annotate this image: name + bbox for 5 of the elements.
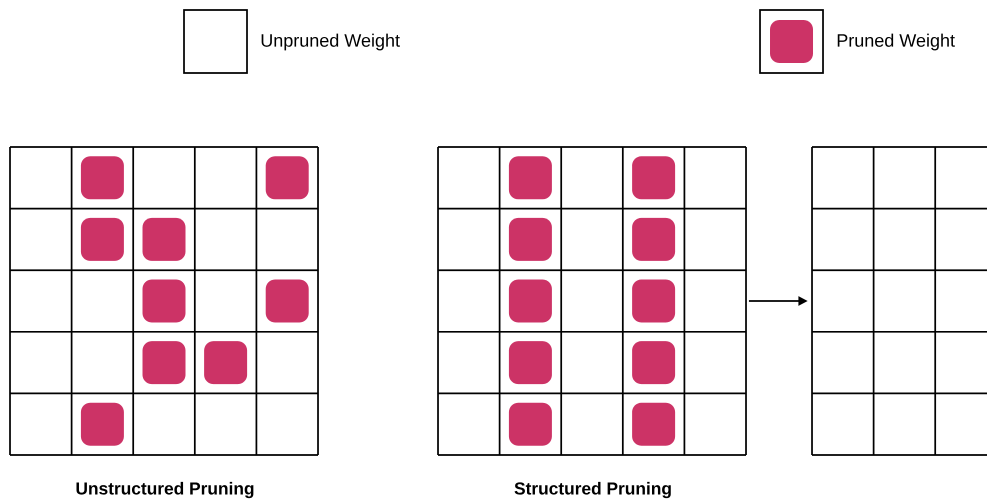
grid-caption: Structured Pruning xyxy=(514,482,671,498)
grid-caption: Unstructured Pruning xyxy=(76,482,254,498)
legend-label: Pruned Weight xyxy=(838,34,955,50)
legend-label: Unpruned Weight xyxy=(262,34,400,50)
weight-grid xyxy=(811,146,987,456)
